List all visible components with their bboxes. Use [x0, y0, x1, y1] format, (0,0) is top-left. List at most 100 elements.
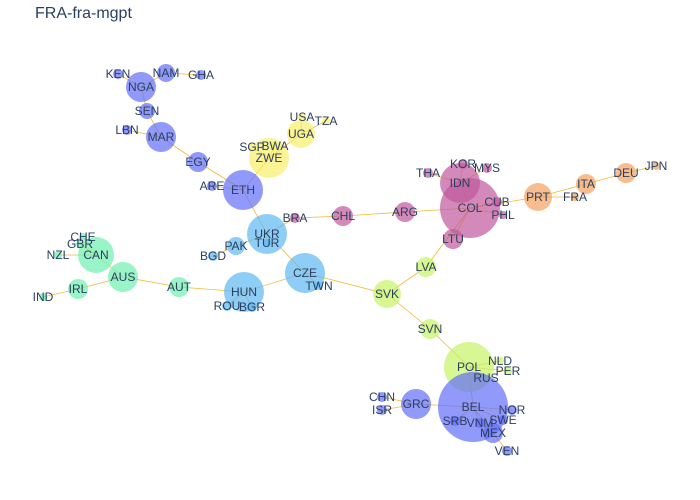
node-svk[interactable]: [373, 280, 401, 308]
node-ukr[interactable]: [247, 214, 287, 254]
node-label-pak: PAK: [224, 239, 247, 253]
node-label-sen: SEN: [135, 104, 160, 118]
node-label-ind: IND: [33, 290, 54, 304]
node-arg[interactable]: [395, 202, 415, 222]
node-swe[interactable]: [498, 415, 508, 425]
node-cze[interactable]: [285, 253, 325, 293]
node-eth[interactable]: [223, 170, 263, 210]
node-tza[interactable]: [322, 117, 330, 125]
node-label-irl: IRL: [69, 282, 88, 296]
node-label-deu: DEU: [613, 166, 638, 180]
node-twn[interactable]: [315, 282, 323, 290]
node-ind[interactable]: [39, 293, 47, 301]
node-mar[interactable]: [146, 122, 176, 152]
node-ltu[interactable]: [443, 229, 463, 249]
node-label-bwa: BWA: [262, 139, 289, 153]
node-grc[interactable]: [401, 389, 431, 419]
node-gha[interactable]: [196, 70, 206, 80]
node-srb[interactable]: [450, 416, 460, 426]
node-label-lbn: LBN: [115, 123, 138, 137]
node-label-arg: ARG: [392, 205, 418, 219]
node-pak[interactable]: [227, 237, 245, 255]
node-prt[interactable]: [524, 183, 552, 211]
node-rou[interactable]: [222, 301, 232, 311]
node-fra[interactable]: [571, 193, 579, 201]
node-vnm[interactable]: [475, 418, 485, 428]
node-tha[interactable]: [423, 168, 433, 178]
node-label-rou: ROU: [214, 299, 241, 313]
node-label-grc: GRC: [403, 397, 430, 411]
node-nga[interactable]: [126, 72, 156, 102]
node-label-nam: NAM: [153, 66, 180, 80]
node-nam[interactable]: [157, 64, 175, 82]
node-label-egy: EGY: [185, 155, 210, 169]
node-chl[interactable]: [333, 206, 353, 226]
node-bgd[interactable]: [208, 251, 218, 261]
node-bgr[interactable]: [247, 302, 257, 312]
chart-title: FRA-fra-mgpt: [35, 5, 132, 22]
node-label-nzl: NZL: [47, 248, 70, 262]
node-usa[interactable]: [298, 113, 306, 121]
node-hun[interactable]: [224, 272, 264, 312]
node-zwe[interactable]: [249, 138, 289, 178]
node-label-jpn: JPN: [645, 159, 668, 173]
node-label-svn: SVN: [418, 322, 443, 336]
node-label-zwe: ZWE: [256, 151, 283, 165]
node-sen[interactable]: [139, 103, 155, 119]
node-are[interactable]: [207, 181, 217, 191]
node-label-mys: MYS: [474, 161, 500, 175]
node-label-kor: KOR: [450, 157, 476, 171]
node-label-vnm: VNM: [467, 416, 494, 430]
node-nzl[interactable]: [54, 251, 62, 259]
node-phl[interactable]: [499, 211, 507, 219]
node-egy[interactable]: [188, 152, 208, 172]
node-che[interactable]: [79, 233, 87, 241]
node-label-gha: GHA: [188, 68, 214, 82]
node-label-ven: VEN: [495, 444, 520, 458]
node-mex[interactable]: [483, 423, 503, 443]
node-ken[interactable]: [113, 69, 123, 79]
node-layer: [39, 64, 660, 456]
node-irl[interactable]: [68, 279, 88, 299]
node-tur[interactable]: [263, 239, 271, 247]
node-label-eth: ETH: [231, 183, 255, 197]
node-label-mex: MEX: [480, 426, 506, 440]
node-mys[interactable]: [482, 163, 492, 173]
node-ven[interactable]: [502, 446, 512, 456]
node-bra[interactable]: [290, 213, 300, 223]
node-label-col: COL: [458, 201, 483, 215]
node-label-tza: TZA: [315, 114, 338, 128]
node-label-pol: POL: [457, 360, 481, 374]
node-svn[interactable]: [420, 319, 440, 339]
node-label-gbr: GBR: [67, 237, 93, 251]
node-label-tha: THA: [416, 166, 440, 180]
node-label-phl: PHL: [491, 208, 515, 222]
node-label-ukr: UKR: [254, 227, 280, 241]
node-label-swe: SWE: [489, 413, 516, 427]
node-deu[interactable]: [616, 163, 636, 183]
node-ita[interactable]: [576, 174, 596, 194]
node-can[interactable]: [78, 237, 114, 273]
node-nor[interactable]: [507, 405, 517, 415]
node-label-idn: IDN: [450, 176, 471, 190]
node-isr[interactable]: [377, 405, 387, 415]
node-chn[interactable]: [377, 392, 387, 402]
node-cub[interactable]: [492, 197, 502, 207]
node-label-uga: UGA: [288, 127, 314, 141]
edge-chl-arg: [342, 211, 406, 217]
node-aut[interactable]: [169, 277, 189, 297]
node-label-chn: CHN: [369, 390, 395, 404]
node-aus[interactable]: [108, 262, 138, 292]
node-label-ita: ITA: [577, 177, 595, 191]
node-label-cze: CZE: [293, 266, 317, 280]
node-lbn[interactable]: [122, 125, 132, 135]
node-lva[interactable]: [416, 257, 436, 277]
node-label-che: CHE: [70, 230, 95, 244]
node-nld[interactable]: [496, 357, 504, 365]
node-uga[interactable]: [287, 120, 315, 148]
node-per[interactable]: [504, 367, 512, 375]
node-jpn[interactable]: [652, 162, 660, 170]
node-col[interactable]: [440, 178, 500, 238]
node-label-sgp: SGP: [239, 140, 264, 154]
